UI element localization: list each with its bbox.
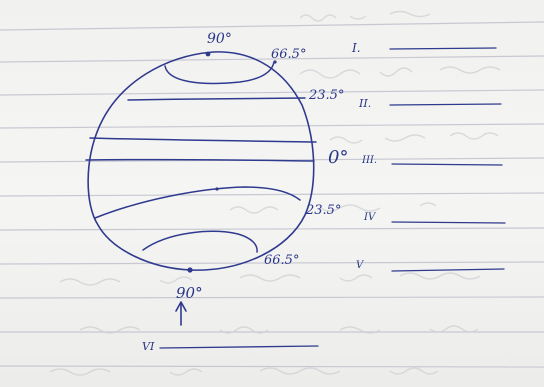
label-tropic-of-cancer: 23.5° — [308, 88, 344, 103]
ruled-line — [0, 55, 544, 63]
ruled-line — [0, 227, 544, 231]
answer-numeral: V — [356, 260, 365, 271]
ruled-line — [0, 21, 544, 31]
answer-item-2: II. — [358, 97, 502, 110]
south-pole-dot — [187, 267, 193, 273]
answer-blank-line — [391, 221, 506, 224]
answer-blank-line — [389, 47, 497, 50]
label-antarctic-circle: 66.5° — [264, 253, 299, 268]
ruled-line — [0, 261, 544, 265]
answer-blank-line — [389, 103, 502, 106]
tropic-of-capricorn-line — [94, 186, 301, 219]
north-pole-dot — [205, 51, 211, 57]
ruled-lines — [0, 21, 544, 368]
north-polar-cap-line — [164, 61, 275, 85]
label-tropic-of-capricorn: 23.5° — [305, 203, 341, 218]
answer-item-6: VI — [142, 340, 319, 353]
tropic-mark-dot — [215, 187, 219, 191]
label-arctic-circle: 66.5° — [271, 47, 306, 62]
equator-line-lower — [85, 158, 315, 162]
ruled-line — [0, 296, 544, 299]
answer-item-4: IV — [363, 212, 506, 224]
answer-item-1: I. — [351, 41, 497, 55]
pointer-arrow-icon — [175, 301, 187, 326]
label-north-pole: 90° — [207, 31, 232, 47]
answer-numeral: IV — [363, 212, 377, 223]
answer-blank-line — [391, 268, 505, 272]
ruled-line — [0, 365, 544, 368]
answer-numeral: II. — [358, 97, 371, 110]
answer-numeral: I. — [351, 41, 361, 55]
ruled-line — [0, 123, 544, 129]
answer-blank-line — [391, 163, 503, 166]
answer-numeral: III. — [361, 155, 377, 166]
arctic-circle-dot — [273, 60, 277, 64]
answer-item-3: III. — [361, 155, 503, 166]
answer-blank-line — [159, 345, 319, 349]
bleed-through-scribbles — [49, 10, 501, 376]
answer-numeral: VI — [142, 340, 155, 353]
ruled-line — [0, 192, 544, 197]
equator-line — [89, 137, 317, 143]
label-equator: 0° — [328, 147, 348, 168]
answer-item-5: V — [356, 260, 505, 272]
label-south-pole: 90° — [176, 284, 203, 302]
ruled-line — [0, 89, 544, 96]
tropic-of-cancer-line — [127, 97, 306, 101]
south-polar-cap-line — [142, 230, 258, 253]
